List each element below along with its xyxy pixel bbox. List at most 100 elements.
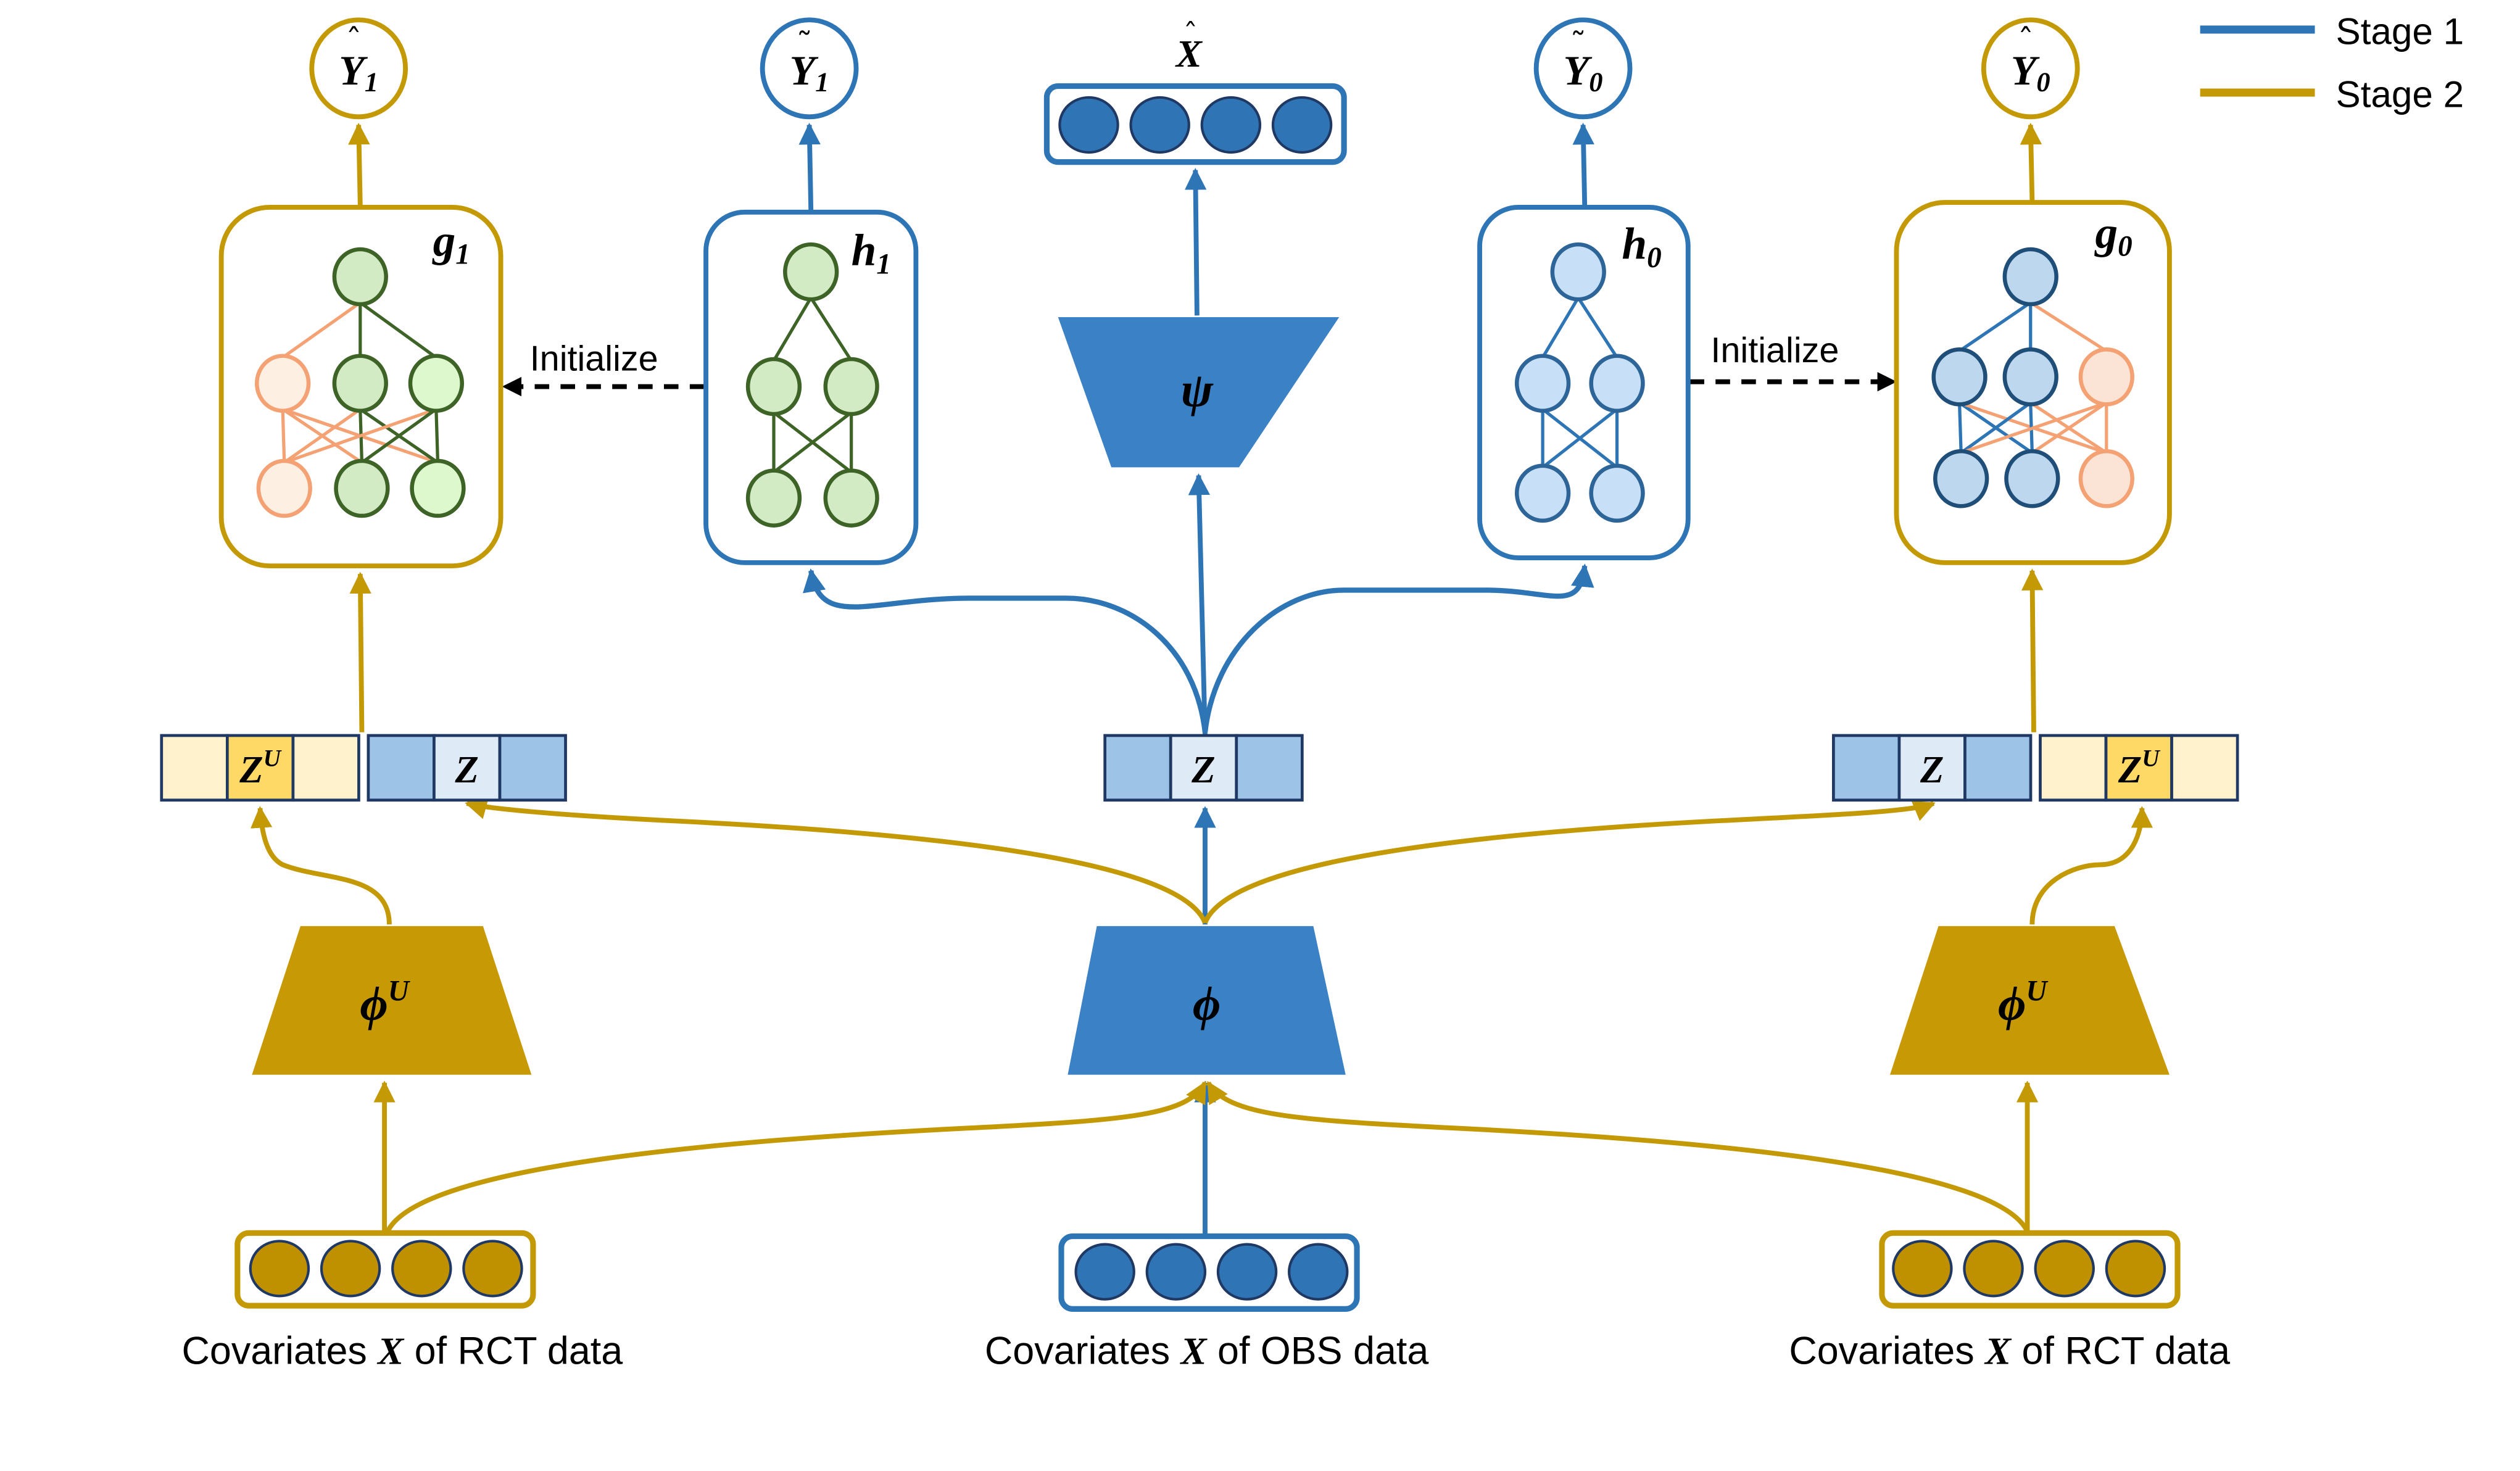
input-node	[391, 1240, 452, 1298]
decoder-psi-label: ψ	[1181, 363, 1214, 416]
encoder-phi-u-left-label: ϕU	[360, 975, 410, 1030]
encoder-phi-u-left-trapezoid	[252, 926, 532, 1075]
network-h0: h0	[1477, 205, 1691, 560]
network-edge	[281, 409, 286, 463]
input-node	[1288, 1243, 1349, 1301]
representation-z-center-cell	[1235, 734, 1304, 802]
representation-zu-left: ZU	[160, 734, 360, 802]
output-x-hat: X ˆ	[1043, 18, 1347, 165]
network-edge	[1958, 301, 2032, 353]
representation-zu-left-cell	[291, 734, 360, 802]
connections-layer	[250, 122, 2153, 1235]
network-edge	[1957, 402, 1963, 453]
network-node-new	[256, 458, 312, 518]
initialize-label-left: Initialize	[530, 339, 658, 378]
network-node	[823, 357, 879, 416]
input-node	[2034, 1240, 2095, 1298]
legend-stage2-label: Stage 2	[2336, 73, 2464, 115]
representation-zu-right-cell	[2104, 734, 2173, 802]
input-rct-right-box	[1879, 1230, 2181, 1309]
network-edge	[2029, 301, 2108, 353]
input-node	[1145, 1243, 1207, 1301]
encoder-phi: ϕ	[1067, 926, 1346, 1075]
encoder-phi-u-right-trapezoid	[1890, 926, 2170, 1075]
network-g1: g1	[218, 205, 504, 569]
output-y0-tilde-label: Y0	[1564, 47, 1603, 97]
network-edge	[283, 408, 362, 464]
network-edge	[1541, 297, 1580, 358]
initialize-label-right: Initialize	[1710, 331, 1839, 370]
x-hat-node	[1129, 96, 1190, 154]
network-node	[1931, 347, 1987, 407]
network-edge	[773, 411, 853, 474]
network-node	[783, 242, 839, 302]
network-node	[334, 458, 390, 518]
representation-z-right-cell	[1832, 734, 1901, 802]
arrow-z-to-psi	[1188, 473, 1210, 736]
network-node	[2002, 247, 2058, 307]
network-node	[332, 247, 388, 307]
network-h0-graph	[1514, 242, 1645, 523]
x-hat-node	[1200, 96, 1262, 154]
encoder-phi-u-right-label: ϕU	[1998, 975, 2049, 1030]
input-node	[1216, 1243, 1278, 1301]
arrow-z-to-h1	[803, 568, 1208, 733]
input-node	[249, 1240, 310, 1298]
network-h1: h1	[703, 209, 919, 565]
representation-z-right-cell	[1963, 734, 2033, 802]
input-node	[1963, 1240, 2024, 1298]
network-node	[1589, 354, 1645, 413]
representation-z-center-label: Z	[1191, 748, 1215, 791]
input-node	[1074, 1243, 1135, 1301]
network-edge	[359, 301, 437, 359]
network-g0: g0	[1894, 200, 2172, 565]
network-node	[1514, 354, 1571, 413]
x-hat-node	[1058, 96, 1119, 154]
network-node-new	[2078, 347, 2134, 407]
arrow-g1-to-y1-hat	[348, 122, 370, 206]
network-node	[410, 458, 466, 518]
network-edge	[1960, 401, 2107, 455]
network-node	[823, 468, 879, 528]
network-edge	[1541, 408, 1619, 469]
network-g1-graph	[254, 247, 466, 518]
arrow-rct-left-to-phi	[385, 1080, 1208, 1233]
network-h1-label: h1	[852, 225, 891, 280]
tilde-accent: ˜	[797, 26, 813, 64]
input-node	[462, 1240, 523, 1298]
network-node	[332, 354, 388, 413]
input-rct-right: Covariates X of RCT data	[1789, 1230, 2230, 1372]
hat-accent: ˆ	[346, 23, 362, 60]
network-edge	[810, 297, 853, 362]
output-y0-hat-label: Y0	[2011, 47, 2050, 97]
arrow-phi-to-left-z	[465, 798, 1208, 924]
representation-z-right-label: Z	[1920, 748, 1944, 791]
input-rct-right-caption: Covariates X of RCT data	[1789, 1329, 2230, 1372]
output-y1-tilde: Y1 ˜	[760, 17, 859, 120]
output-y1-tilde-circle	[760, 17, 859, 120]
network-node	[1550, 242, 1606, 302]
representation-zu-right-cell	[2170, 734, 2239, 802]
network-node	[408, 354, 465, 413]
input-obs-center: Covariates X of OBS data	[985, 1233, 1428, 1372]
arrow-h0-to-y0-tilde	[1572, 122, 1594, 206]
encoder-phi-trapezoid	[1067, 926, 1346, 1075]
representation-z-left: Z	[367, 734, 567, 802]
decoder-psi-trapezoid	[1058, 317, 1340, 468]
arrow-phi-to-right-z	[1203, 800, 1936, 924]
network-node	[1933, 449, 1989, 508]
representation-z-left-cell	[367, 734, 436, 802]
network-node-new	[254, 354, 311, 413]
network-node	[2004, 449, 2060, 508]
network-g1-label: g1	[432, 215, 470, 270]
decoder-psi: ψ	[1058, 317, 1340, 468]
network-edge	[2031, 401, 2108, 455]
arrow-h1-to-y1-tilde	[798, 122, 821, 211]
network-node	[2002, 347, 2058, 407]
network-node	[745, 468, 802, 528]
input-rct-left-box	[234, 1230, 536, 1309]
network-edge	[283, 407, 437, 465]
input-node	[320, 1240, 381, 1298]
representation-z-left-cell	[498, 734, 567, 802]
encoder-phi-u-right: ϕU	[1890, 926, 2170, 1075]
